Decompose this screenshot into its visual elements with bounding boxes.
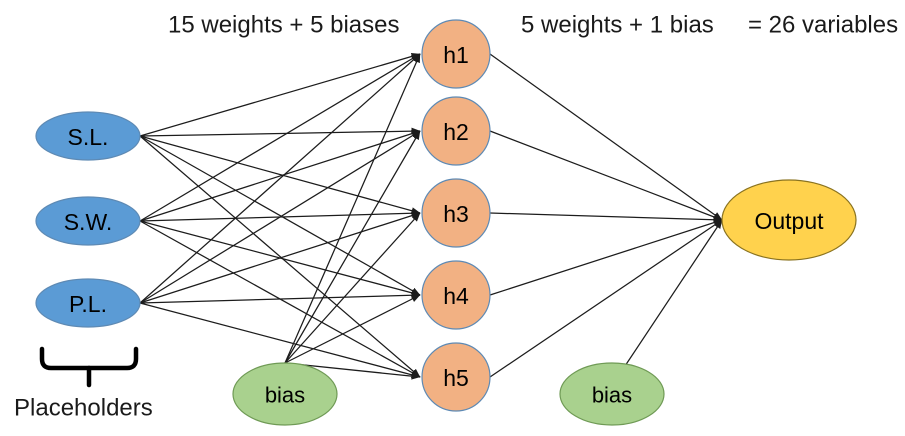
- edge-h3-to-output: [489, 212, 723, 224]
- input-node-shape: [35, 111, 141, 161]
- bias-node-label: bias: [592, 383, 632, 408]
- node-sw[interactable]: S.W.: [35, 196, 141, 246]
- placeholders-brace: [39, 346, 139, 388]
- edge-bias1-to-h1: [284, 53, 421, 364]
- hidden-node-label: h2: [443, 119, 469, 145]
- edge-bias2-to-output: [624, 219, 723, 367]
- annotation-hidden-params: 15 weights + 5 biases: [168, 12, 399, 39]
- node-h4[interactable]: h4: [421, 260, 491, 330]
- node-output[interactable]: Output: [721, 179, 857, 261]
- edge-input3-to-h5: [139, 302, 421, 379]
- annotations-layer: 15 weights + 5 biases 5 weights + 1 bias =…: [14, 12, 898, 422]
- edge-input3-to-h4: [139, 291, 421, 304]
- annotation-total-variables: = 26 variables: [748, 12, 898, 39]
- edge-input2-to-h1: [139, 53, 421, 222]
- edge-input1-to-h4: [139, 135, 421, 296]
- bias-node-label: bias: [265, 383, 305, 408]
- node-h3[interactable]: h3: [421, 178, 491, 248]
- hidden-node-shape: [421, 96, 491, 166]
- hidden-node-shape: [421, 178, 491, 248]
- hidden-node-shape: [421, 19, 491, 89]
- edge-h1-to-output: [489, 53, 723, 221]
- node-h1[interactable]: h1: [421, 19, 491, 89]
- node-h5[interactable]: h5: [421, 342, 491, 412]
- input-node-label: S.L.: [68, 124, 109, 150]
- hidden-node-label: h5: [443, 365, 469, 391]
- hidden-node-shape: [421, 342, 491, 412]
- hidden-node-label: h3: [443, 201, 469, 227]
- node-pl[interactable]: P.L.: [35, 278, 141, 328]
- edge-input2-to-h2: [139, 130, 421, 222]
- annotation-output-params: 5 weights + 1 bias: [521, 12, 714, 39]
- edge-bias1-to-h3: [284, 212, 421, 364]
- input-node-shape: [35, 278, 141, 328]
- output-node-label: Output: [754, 208, 824, 234]
- edges-layer: [139, 53, 723, 380]
- edge-h2-to-output: [489, 130, 723, 221]
- node-bias2[interactable]: bias: [559, 362, 665, 426]
- edge-input3-to-h3: [139, 212, 421, 304]
- nodes-layer: S.L. S.W. P.L. h1 h2 h3 h4 h5 bias bias Output: [35, 19, 857, 426]
- output-node-shape: [721, 179, 857, 261]
- edge-h4-to-output: [489, 219, 723, 296]
- edge-h5-to-output: [489, 219, 723, 378]
- placeholders-label: Placeholders: [14, 395, 153, 422]
- edge-input3-to-h1: [139, 53, 421, 304]
- input-node-label: P.L.: [69, 291, 107, 317]
- node-sl[interactable]: S.L.: [35, 111, 141, 161]
- edge-bias1-to-h4: [284, 294, 421, 364]
- edge-bias1-to-h2: [284, 130, 421, 364]
- edge-input1-to-h2: [139, 127, 421, 137]
- node-bias1[interactable]: bias: [232, 362, 338, 426]
- bias-node-shape: [232, 362, 338, 426]
- hidden-node-shape: [421, 260, 491, 330]
- input-node-label: S.W.: [64, 209, 113, 235]
- hidden-node-label: h1: [443, 42, 469, 68]
- bias-node-shape: [559, 362, 665, 426]
- edge-input1-to-h3: [139, 135, 421, 215]
- brace-curve: [39, 346, 139, 371]
- edge-input3-to-h2: [139, 130, 421, 304]
- hidden-node-label: h4: [443, 283, 469, 309]
- edge-input1-to-h5: [139, 135, 421, 378]
- input-node-shape: [35, 196, 141, 246]
- edge-input1-to-h1: [139, 53, 421, 137]
- node-h2[interactable]: h2: [421, 96, 491, 166]
